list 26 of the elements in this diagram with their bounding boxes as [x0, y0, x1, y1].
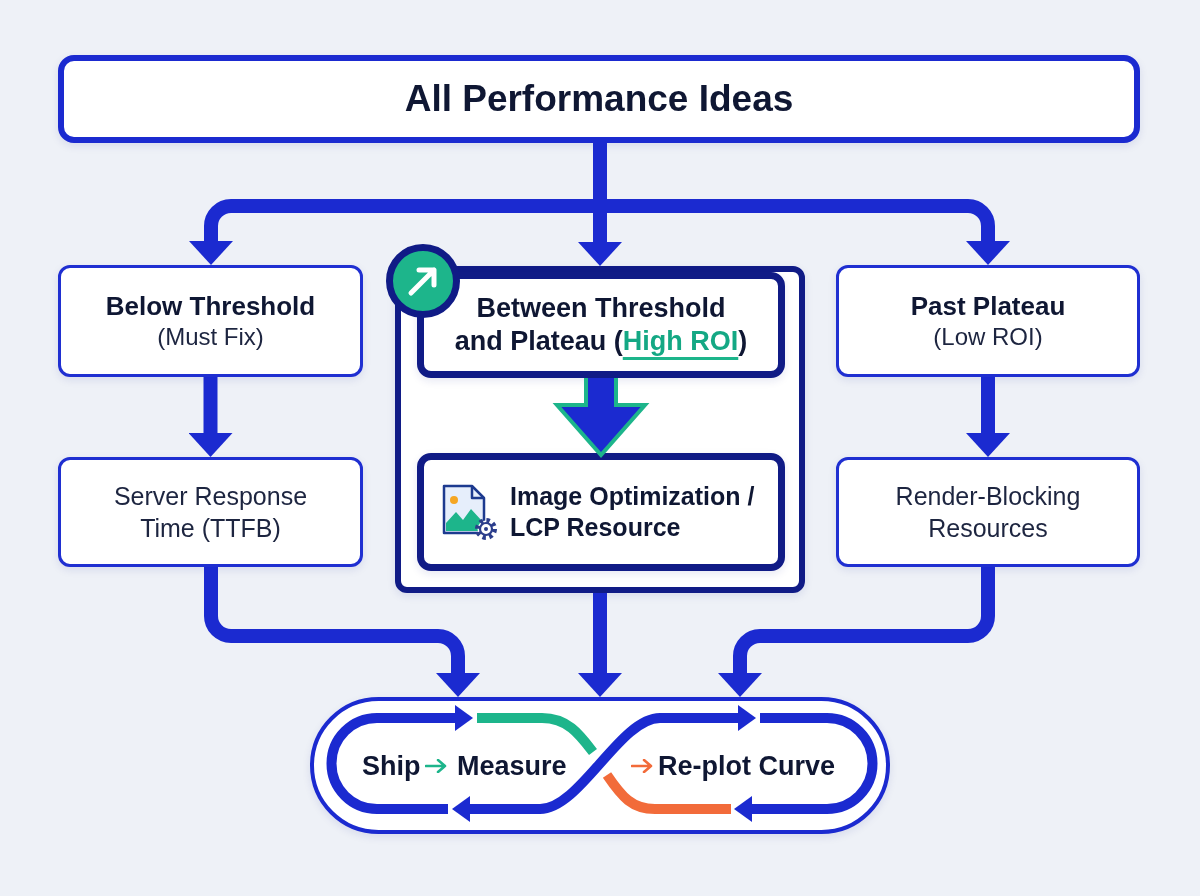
- category-box: [417, 272, 785, 378]
- category-title: Between Threshold and Plateau (High ROI): [453, 292, 749, 358]
- category-box: [58, 265, 363, 377]
- step-label: Re-plot Curve: [658, 750, 836, 782]
- item-label: Server Response Time (TTFB): [112, 481, 309, 544]
- group-panel: [395, 266, 805, 593]
- header-text: All Performance Ideas: [404, 77, 794, 121]
- category-title: Past Plateau: [910, 290, 1066, 322]
- arrow: [188, 377, 233, 457]
- item-label: Render-Blocking Resources: [894, 481, 1082, 544]
- category-box: [836, 265, 1140, 377]
- item-box: [836, 457, 1140, 567]
- arrow: [966, 377, 1010, 457]
- step-label: Measure: [457, 750, 567, 782]
- item-box: [417, 453, 785, 571]
- arrow: [204, 567, 480, 697]
- step-label: Ship: [362, 750, 421, 782]
- header-box: [58, 55, 1140, 143]
- item-box: [58, 457, 363, 567]
- arrow: [578, 593, 622, 697]
- item-label: Image Optimization / LCP Resource: [510, 481, 756, 543]
- category-subtitle: (Low ROI): [933, 322, 1043, 352]
- thick-arrow: [552, 376, 650, 459]
- category-title: Below Threshold: [105, 290, 316, 322]
- category-subtitle: (Must Fix): [157, 322, 264, 352]
- arrow: [718, 567, 995, 697]
